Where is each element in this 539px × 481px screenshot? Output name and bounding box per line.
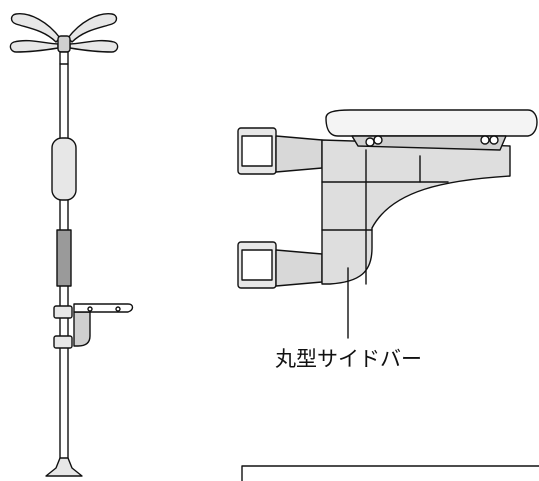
callout-label-round-side-bar: 丸型サイドバー <box>275 347 422 371</box>
frame-corner <box>241 465 539 481</box>
round-top-plate <box>325 109 538 137</box>
plate-underside <box>351 135 507 151</box>
side-bar-detail <box>237 109 538 339</box>
pole-base <box>45 457 83 477</box>
screw-left <box>365 135 383 147</box>
pole-grip-cushion <box>51 137 77 201</box>
upper-clamp <box>237 127 323 175</box>
bracket-panel-lines <box>321 149 449 285</box>
pole-textured-band <box>56 229 72 287</box>
pole-side-bar <box>53 303 134 349</box>
top-grip <box>9 13 119 65</box>
screw-right <box>480 135 499 145</box>
bracket-body <box>321 139 511 285</box>
pole-overview <box>9 13 134 477</box>
lower-clamp <box>237 241 323 289</box>
